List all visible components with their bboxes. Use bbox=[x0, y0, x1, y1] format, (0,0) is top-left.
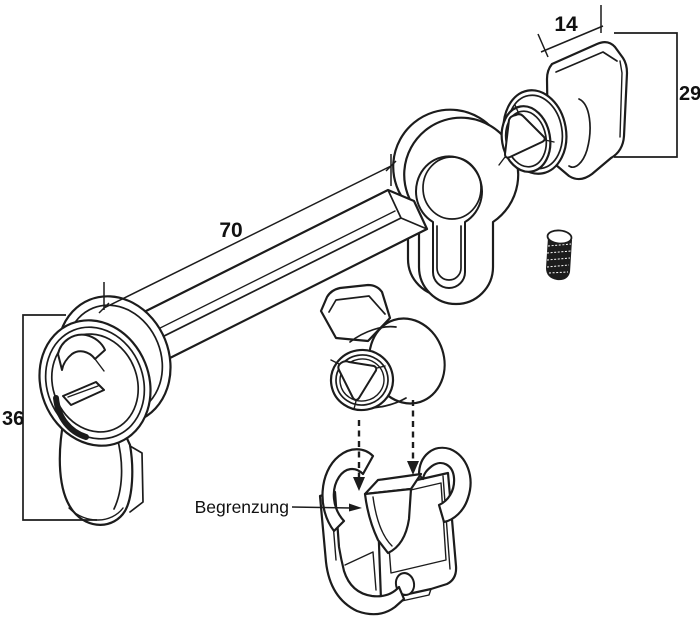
dim-29-value: 29 bbox=[679, 83, 700, 105]
clip-interior-lines bbox=[344, 551, 377, 591]
grub-screw-top bbox=[546, 229, 573, 245]
knob-inner-face-ring-3 bbox=[339, 358, 385, 402]
limit-stop-label: Begrenzung bbox=[195, 497, 289, 517]
cylinder-body-seam bbox=[113, 436, 123, 510]
dim-70-extension-lines bbox=[103, 154, 392, 310]
dim-70-ticks bbox=[98, 160, 397, 314]
clip-middle-saddle-arc bbox=[372, 496, 393, 547]
knob-outer-triangle-socket bbox=[504, 113, 546, 159]
dimension-spindle-length: 70 bbox=[98, 154, 397, 314]
dimension-knob-height: 29 bbox=[614, 32, 700, 158]
euro-cylinder-thumbturn bbox=[38, 295, 172, 526]
knob-outer-boss-arc bbox=[568, 98, 591, 168]
limit-stop-label-group: Begrenzung bbox=[195, 497, 362, 517]
cylinder-bottom-band bbox=[68, 507, 124, 521]
limit-stop-leader-line bbox=[291, 506, 352, 509]
escutcheon-counterbore-ring bbox=[422, 156, 482, 220]
cylinder-face-shadow-arc bbox=[53, 395, 89, 440]
dimension-cylinder-length: 36 bbox=[2, 314, 97, 521]
dim-70-line bbox=[103, 165, 392, 309]
knob-outer-socket-spokes bbox=[498, 104, 555, 166]
clip-left-arm-and-bottom bbox=[318, 490, 406, 616]
dim-29-bracket bbox=[614, 32, 678, 158]
cylinder-body-side-band bbox=[129, 445, 144, 513]
wing-knob-outer bbox=[498, 40, 629, 181]
cylinder-coin-slot-inner bbox=[67, 385, 99, 398]
limit-stop-clip bbox=[318, 446, 472, 616]
shaft-chamfer-line bbox=[117, 210, 396, 350]
knob-outer-top-chamfer bbox=[555, 51, 618, 73]
clip-left-prong bbox=[321, 448, 375, 533]
cylinder-face-ring-2 bbox=[44, 326, 146, 440]
knob-inner-face-ring-2 bbox=[335, 354, 389, 406]
euro-profile-escutcheon bbox=[392, 108, 520, 306]
clip-middle-saddle-front bbox=[363, 487, 413, 555]
knob-inner-socket-spokes bbox=[330, 359, 386, 410]
dim-70-value: 70 bbox=[219, 219, 242, 242]
dim-14-extension-lines bbox=[537, 5, 602, 58]
assembly-arrow-right-head bbox=[407, 461, 419, 475]
shaft-ridge-line bbox=[123, 217, 402, 357]
dim-14-line bbox=[540, 25, 604, 53]
escutcheon-keyway-inner-line bbox=[436, 225, 462, 281]
clip-right-prong bbox=[417, 446, 472, 524]
dim-14-value: 14 bbox=[554, 13, 578, 36]
assembly-arrow-left-head bbox=[353, 477, 365, 491]
wing-knob-inner bbox=[319, 283, 446, 412]
limit-stop-leader-arrowhead bbox=[349, 503, 362, 512]
knob-inner-triangle-socket bbox=[337, 360, 378, 401]
square-spindle-shaft bbox=[108, 188, 429, 370]
knob-inner-wing-edges bbox=[328, 295, 386, 315]
dim-36-value: 36 bbox=[2, 408, 24, 430]
knob-inner-boss-top bbox=[349, 325, 397, 343]
cylinder-cam-notch bbox=[94, 358, 105, 372]
knob-outer-right-edge bbox=[619, 60, 623, 138]
assembly-arrows bbox=[353, 400, 419, 491]
grub-screw bbox=[546, 229, 573, 281]
dim-36-bracket bbox=[22, 314, 97, 521]
dimension-knob-width: 14 bbox=[537, 5, 604, 58]
grub-screw-threads bbox=[546, 243, 572, 274]
